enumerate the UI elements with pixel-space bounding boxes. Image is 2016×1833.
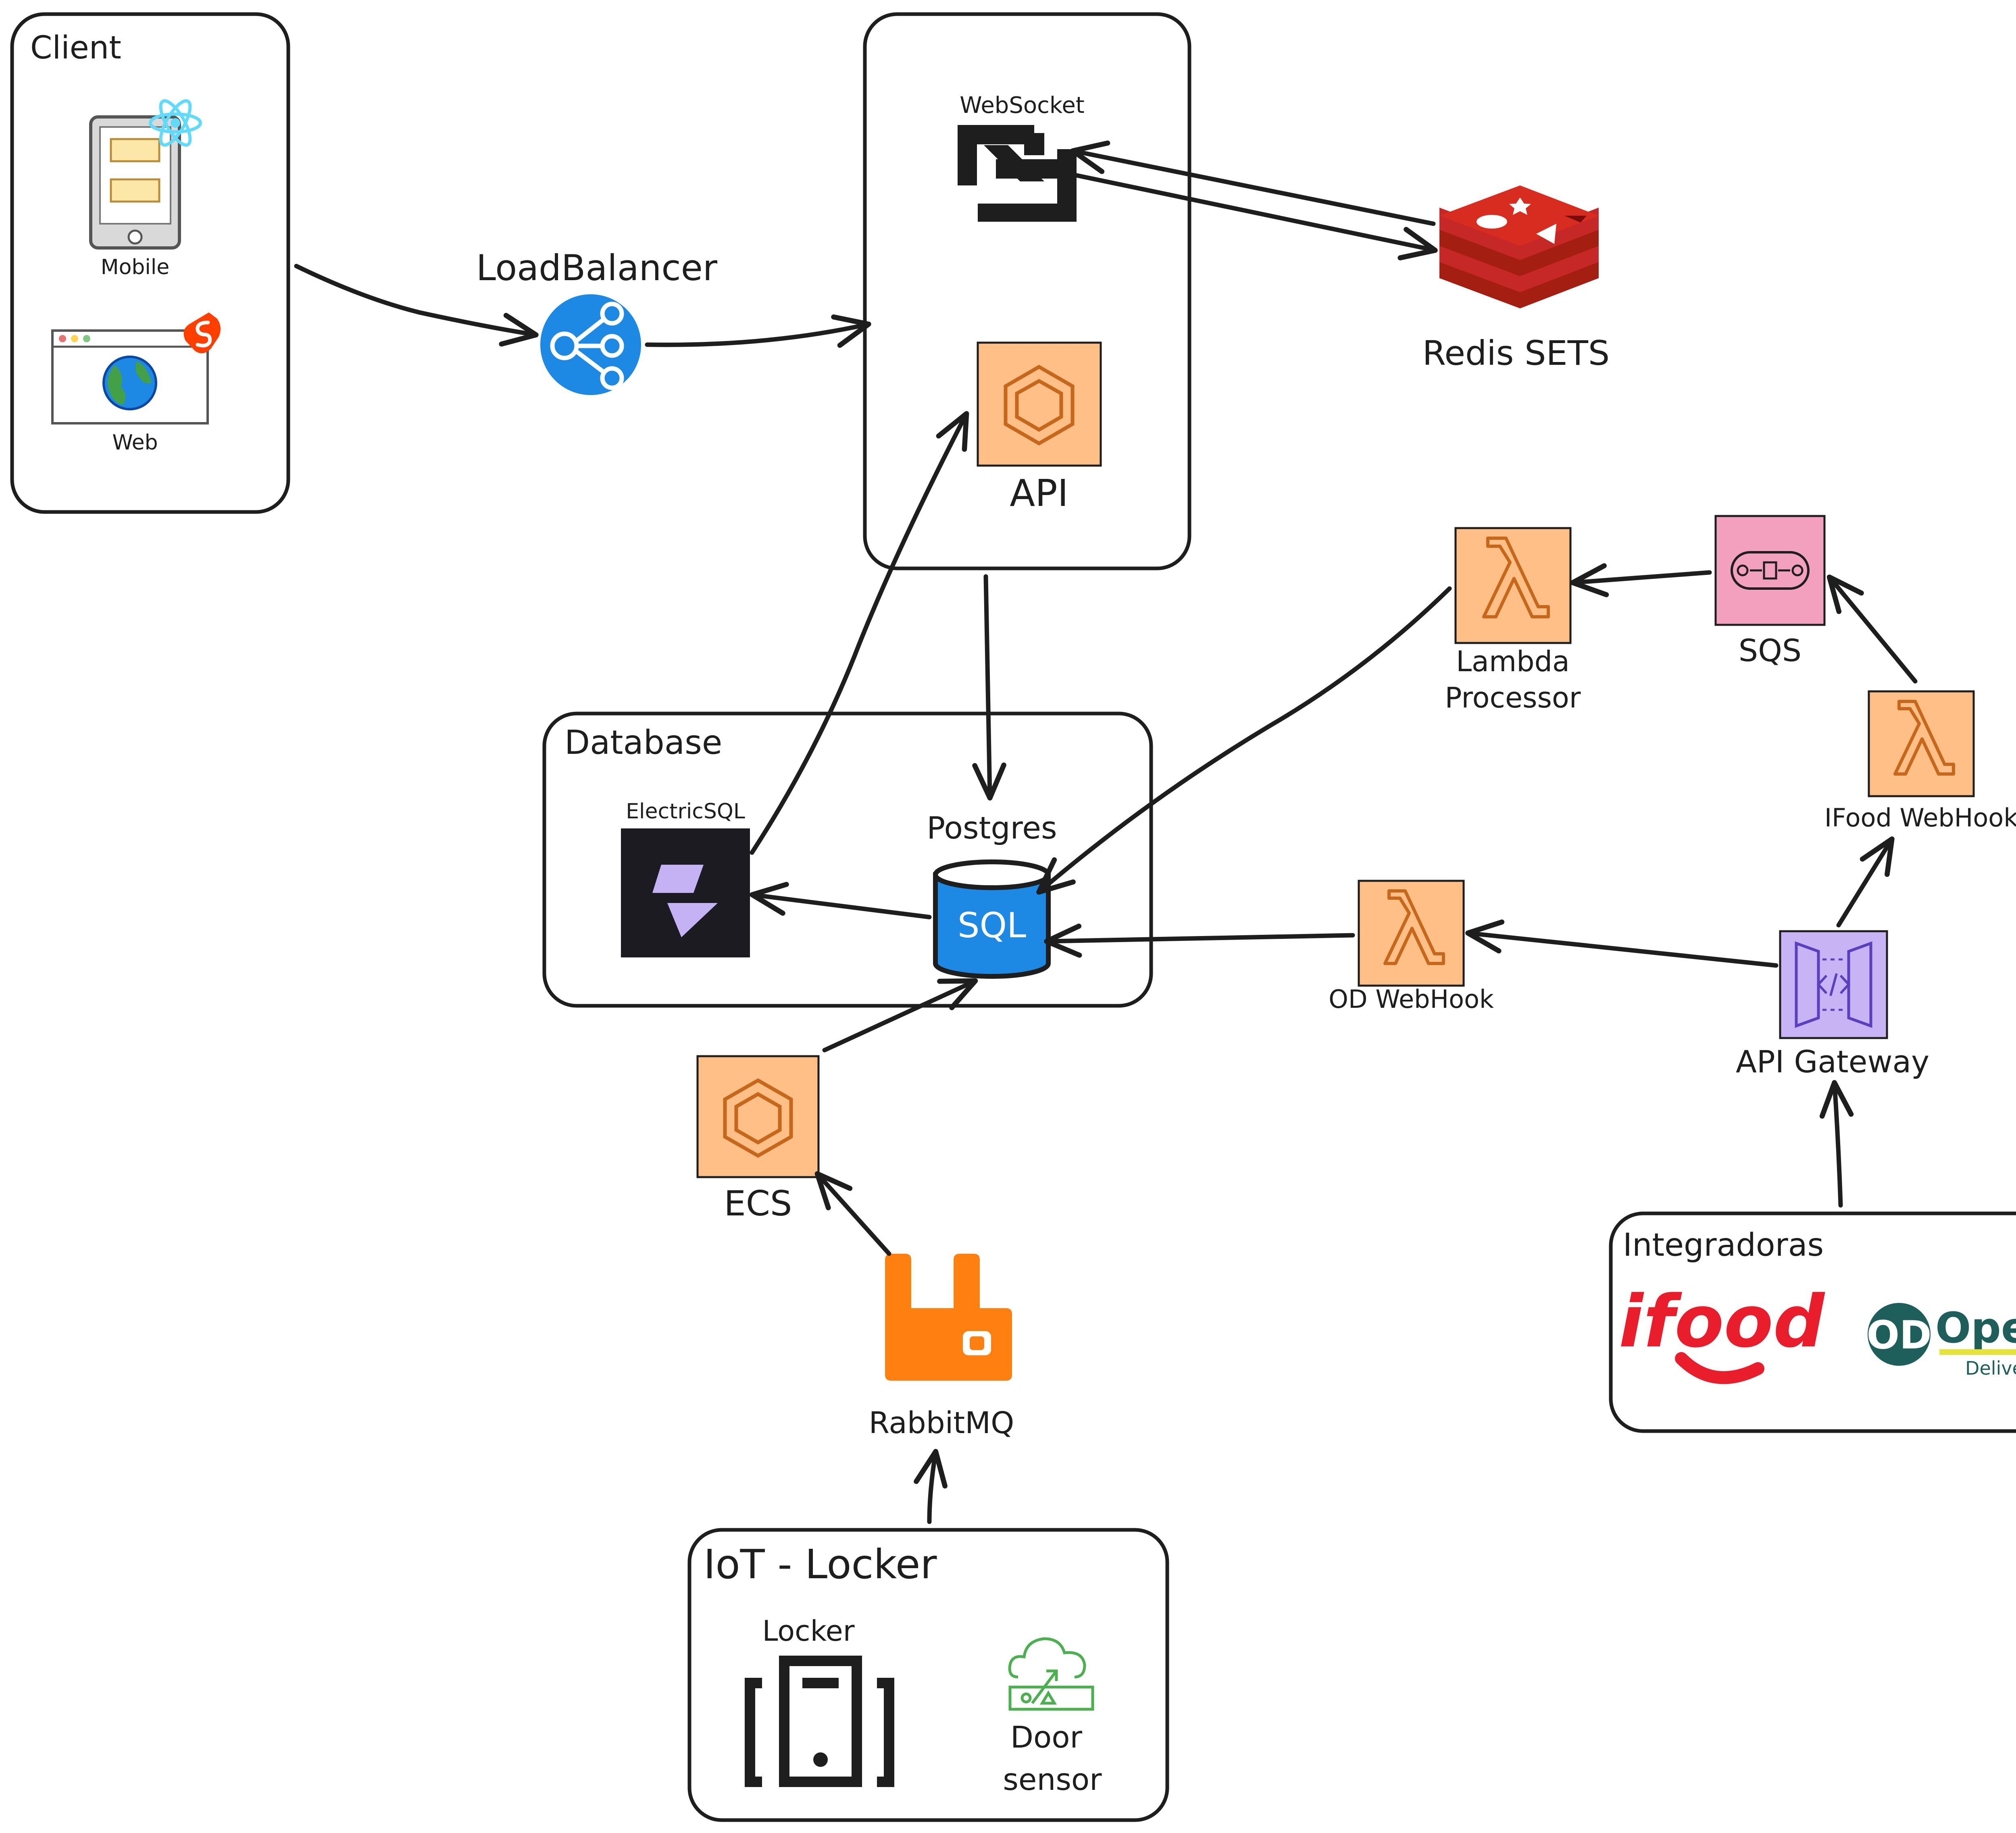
client-group-box — [10, 12, 290, 514]
api-gateway-icon — [1779, 930, 1888, 1039]
mobile-phone-icon — [89, 115, 181, 250]
od-webhook-label: OD WebHook — [1329, 984, 1494, 1014]
locker-knob-icon — [813, 1752, 828, 1767]
load-balancer-label: LoadBalancer — [476, 247, 718, 289]
arrow-od-webhook-to-postgres — [1044, 924, 1355, 958]
lambda-processor-icon — [1454, 527, 1572, 644]
api-gateway-label: API Gateway — [1736, 1044, 1929, 1080]
arrow-sqs-to-lambda-processor — [1570, 563, 1712, 597]
mobile-label: Mobile — [101, 255, 170, 279]
redis-icon — [1439, 185, 1599, 308]
lambda-processor-label-line2: Processor — [1445, 681, 1581, 714]
client-group-title: Client — [30, 30, 121, 66]
electricsql-label: ElectricSQL — [626, 799, 745, 824]
ifood-smile-icon — [1675, 1352, 1764, 1384]
integradoras-group-title: Integradoras — [1623, 1227, 1824, 1263]
database-group-box — [542, 712, 1153, 1008]
door-sensor-label-line1: Door — [1010, 1720, 1083, 1755]
arrow-api-to-postgres — [972, 574, 1006, 801]
database-group-title: Database — [564, 724, 722, 762]
svelte-icon — [183, 312, 221, 354]
door-sensor-icon — [1008, 1637, 1094, 1711]
websocket-icon — [958, 125, 1077, 222]
arrow-electricsql-to-api — [750, 411, 969, 855]
arrow-ifood-webhook-to-sqs — [1826, 574, 1918, 684]
arrow-iot-to-rabbitmq — [914, 1449, 948, 1524]
api-label: API — [1010, 472, 1068, 515]
arrow-api-gateway-to-ifood-webhook — [1836, 836, 1895, 928]
iot-group-box — [687, 1528, 1169, 1822]
load-balancer-icon — [540, 294, 641, 395]
ifood-webhook-lambda-icon — [1868, 690, 1975, 797]
delivery-logo-text: Delivery — [1965, 1357, 2016, 1379]
ifood-logo-text: ifood — [1619, 1280, 1825, 1363]
sqs-label: SQS — [1739, 632, 1801, 668]
websocket-label: WebSocket — [960, 92, 1085, 119]
arrow-websocket-to-redis — [1074, 173, 1438, 260]
arrow-integradoras-to-api-gateway — [1819, 1080, 1854, 1208]
sql-label: SQL — [958, 905, 1026, 946]
locker-label: Locker — [762, 1615, 855, 1648]
globe-icon — [102, 356, 157, 410]
arrow-api-gateway-to-od-webhook — [1465, 919, 1779, 968]
rabbitmq-label: RabbitMQ — [869, 1406, 1014, 1440]
ecs-label: ECS — [724, 1184, 792, 1224]
arrow-redis-to-websocket — [1070, 140, 1436, 226]
arrow-lambda-processor-to-postgres — [1036, 586, 1452, 895]
react-icon — [149, 99, 202, 147]
od-logo-text: OD — [1866, 1313, 1931, 1358]
postgres-label: Postgres — [927, 810, 1057, 846]
arrow-loadbalancer-to-api — [645, 314, 871, 348]
od-webhook-lambda-icon — [1358, 880, 1465, 987]
door-sensor-label-line2: sensor — [1003, 1762, 1102, 1797]
locker-icon — [745, 1656, 894, 1787]
iot-group-title: IoT - Locker — [704, 1541, 937, 1588]
electricsql-icon — [621, 828, 750, 957]
open-logo-underline — [1939, 1349, 2016, 1355]
api-ecs-icon — [977, 341, 1102, 467]
sqs-icon — [1714, 515, 1826, 626]
redis-label: Redis SETS — [1422, 333, 1610, 373]
api-group-box — [863, 12, 1191, 570]
arrow-postgres-to-electricsql — [750, 882, 932, 920]
open-delivery-logo-icon — [1868, 1303, 1931, 1366]
ecs-icon — [696, 1055, 820, 1178]
ifood-webhook-label: IFood WebHook — [1824, 803, 2016, 832]
arrow-client-to-loadbalancer — [294, 264, 539, 347]
web-label: Web — [112, 431, 158, 455]
lambda-processor-label-line1: Lambda — [1456, 645, 1570, 678]
integradoras-group-box — [1609, 1211, 2016, 1433]
arrow-ecs-to-postgres — [822, 978, 978, 1053]
postgres-sql-cylinder-icon — [933, 859, 1051, 979]
rabbitmq-icon — [885, 1254, 1012, 1381]
open-logo-text: Open — [1935, 1303, 2016, 1352]
arrow-rabbitmq-to-ecs — [814, 1171, 891, 1256]
